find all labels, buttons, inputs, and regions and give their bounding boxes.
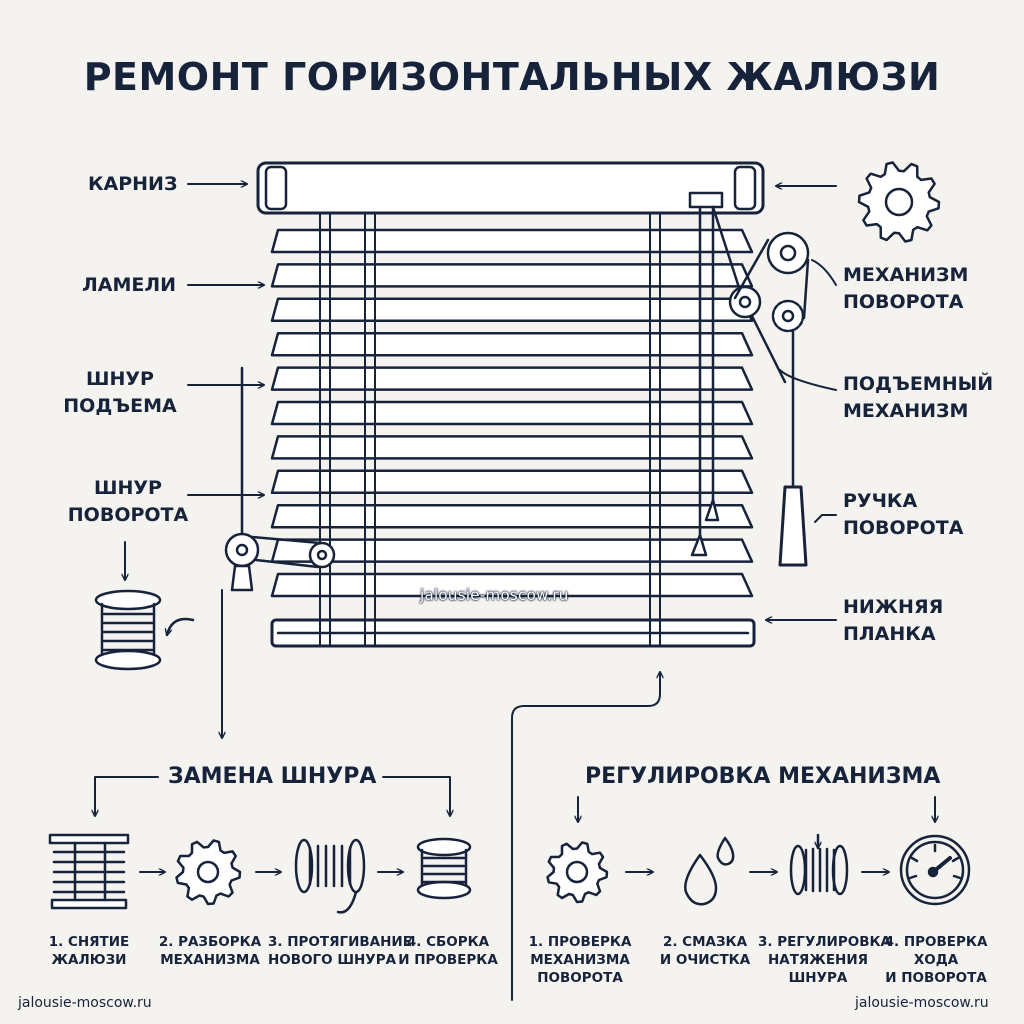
slat — [270, 503, 754, 529]
label-arrows — [125, 184, 837, 1001]
slat — [270, 228, 754, 254]
section-arrows — [95, 776, 935, 823]
slat — [270, 263, 754, 288]
section-title-cord-replacement: ЗАМЕНА ШНУРА — [168, 764, 377, 789]
footer-site-right: jalousie-moscow.ru — [855, 995, 989, 1011]
section-title-mechanism-adjustment: РЕГУЛИРОВКА МЕХАНИЗМА — [585, 764, 941, 789]
footer-site-left: jalousie-moscow.ru — [18, 995, 152, 1011]
tension-spool-icon — [789, 833, 849, 896]
slat — [270, 435, 754, 460]
spool-icon — [416, 837, 472, 900]
gear-icon — [175, 839, 242, 906]
slat — [270, 469, 754, 495]
gear-icon — [857, 161, 941, 243]
bottom-rail — [270, 618, 756, 648]
gear-icon — [546, 841, 609, 904]
ladder-cords — [319, 212, 661, 647]
slat — [270, 366, 754, 391]
slats — [270, 228, 754, 598]
page-title: РЕМОНТ ГОРИЗОНТАЛЬНЫХ ЖАЛЮЗИ — [83, 55, 941, 99]
slat — [270, 538, 754, 563]
label-slats: ЛАМЕЛИ — [82, 274, 177, 296]
tilt-mechanism-right — [690, 205, 810, 567]
lift-cord-pulley — [224, 366, 336, 592]
cornice — [256, 161, 765, 215]
watermark: jalousie-moscow.ru — [420, 586, 569, 604]
slat — [270, 331, 754, 357]
slat — [270, 572, 754, 598]
spool-icon — [94, 589, 195, 671]
cord-spool-icon — [294, 838, 366, 914]
oil-drops-icon — [684, 836, 735, 906]
blinds-icon — [48, 833, 130, 910]
slat — [270, 297, 754, 323]
label-cornice: КАРНИЗ — [88, 173, 178, 195]
slat — [270, 400, 754, 426]
gauge-icon — [899, 834, 971, 906]
